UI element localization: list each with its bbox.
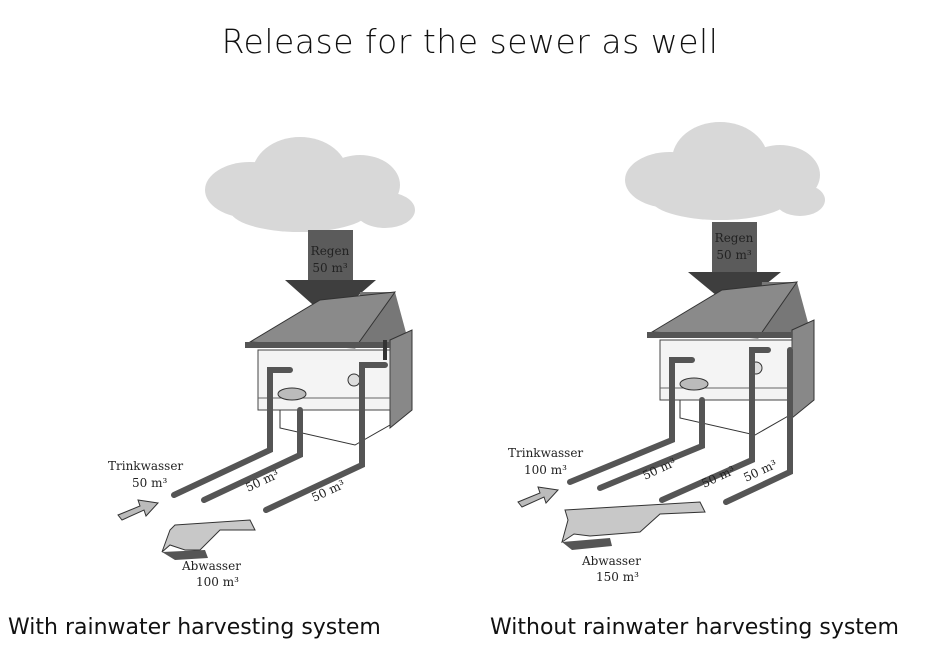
waste-water-arrow-icon — [561, 501, 706, 550]
rain-cloud-icon — [625, 122, 825, 220]
rain-label: Regen — [715, 231, 754, 245]
pipes — [171, 362, 388, 513]
drinking-water-label: Trinkwasser — [108, 459, 183, 473]
waste-pipe-2 — [659, 347, 771, 503]
drinking-water-arrow-icon — [517, 486, 560, 508]
caption-with-harvesting: With rainwater harvesting system — [8, 615, 381, 640]
waste-water-label: Abwasser — [181, 559, 241, 573]
rain-cloud-icon — [205, 137, 415, 232]
waste-water-amount: 150 m³ — [596, 570, 639, 584]
pipes — [567, 347, 793, 505]
house-icon — [245, 291, 413, 446]
rain-amount: 50 m³ — [312, 261, 347, 275]
drinking-water-pipe — [171, 367, 293, 498]
house-diagram-with-harvesting: Regen 50 m³ 50 m³ 50 m³ Trinkwasser 50 m… — [108, 137, 415, 589]
drinking-water-amount: 50 m³ — [132, 476, 167, 490]
waste-water-arrow-icon — [161, 519, 256, 560]
waste-pipe-3 — [723, 347, 793, 505]
drinking-water-arrow-icon — [117, 499, 160, 521]
panel-without-harvesting: Regen 50 m³ 50 m³ 50 m³ 50 m³ Trinkwasse… — [500, 110, 830, 595]
rain-amount: 50 m³ — [716, 248, 751, 262]
caption-without-harvesting: Without rainwater harvesting system — [490, 615, 899, 640]
panel-with-harvesting: Regen 50 m³ 50 m³ 50 m³ Trinkwasser 50 m… — [100, 110, 430, 595]
pipe-label-2: 50 m³ — [699, 463, 737, 491]
waste-pipe-1 — [597, 397, 705, 491]
drinking-water-pipe — [567, 357, 695, 485]
waste-water-label: Abwasser — [581, 554, 641, 568]
pipe-label-1: 50 m³ — [640, 455, 678, 483]
drinking-water-amount: 100 m³ — [524, 463, 567, 477]
waste-pipe-1 — [201, 407, 303, 503]
waste-pipe-2 — [263, 362, 388, 513]
waste-water-amount: 100 m³ — [196, 575, 239, 589]
slide-title: Release for the sewer as well — [221, 22, 719, 61]
rain-label: Regen — [311, 244, 350, 258]
house-icon — [647, 281, 815, 436]
drinking-water-label: Trinkwasser — [508, 446, 583, 460]
house-diagram-without-harvesting: Regen 50 m³ 50 m³ 50 m³ 50 m³ Trinkwasse… — [508, 122, 825, 584]
